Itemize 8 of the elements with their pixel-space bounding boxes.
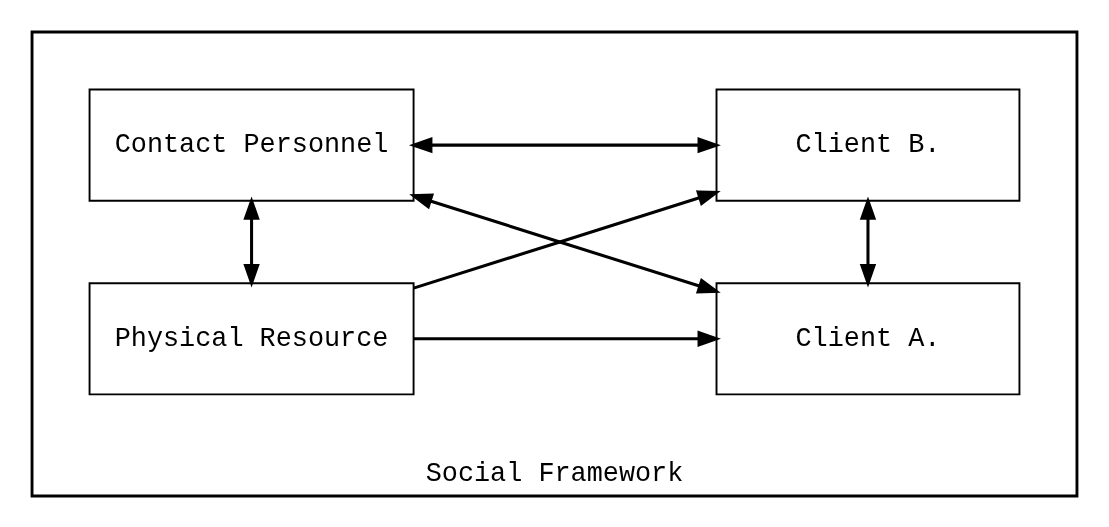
arrow [409,136,721,153]
node-box: Physical Resource [88,281,415,395]
node-box: Contact Personnel [88,88,415,202]
arrow [859,195,877,287]
node-box: Client B. [715,88,1021,202]
arrow [243,195,260,287]
arrow [413,330,721,347]
node-box: Client A. [715,281,1021,395]
